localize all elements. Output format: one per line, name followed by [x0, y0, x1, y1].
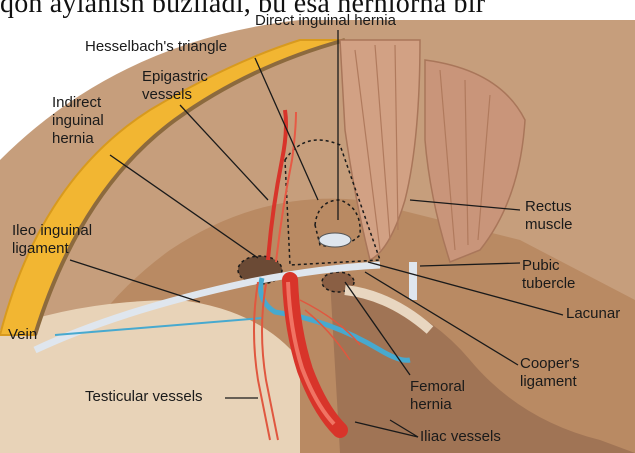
label-femoral-hernia: Femoral hernia [410, 378, 465, 414]
label-indirect-inguinal-hernia: Indirect inguinal hernia [52, 94, 104, 148]
label-rectus-muscle: Rectus muscle [525, 198, 573, 234]
label-testicular-vessels: Testicular vessels [85, 388, 203, 406]
pubic-tubercle-shape [409, 262, 417, 300]
label-direct-inguinal-hernia: Direct inguinal hernia [255, 12, 396, 30]
direct-hernia-sac [319, 233, 351, 247]
label-coopers-ligament: Cooper's ligament [520, 355, 580, 391]
label-lacunar: Lacunar [566, 305, 620, 323]
label-vein: Vein [8, 326, 37, 344]
label-epigastric-vessels: Epigastric vessels [142, 68, 208, 104]
label-ileo-inguinal-ligament: Ileo inguinal ligament [12, 222, 92, 258]
label-pubic-tubercle: Pubic tubercle [522, 257, 575, 293]
label-iliac-vessels: Iliac vessels [420, 428, 501, 446]
label-hesselbachs-triangle: Hesselbach's triangle [85, 38, 227, 56]
